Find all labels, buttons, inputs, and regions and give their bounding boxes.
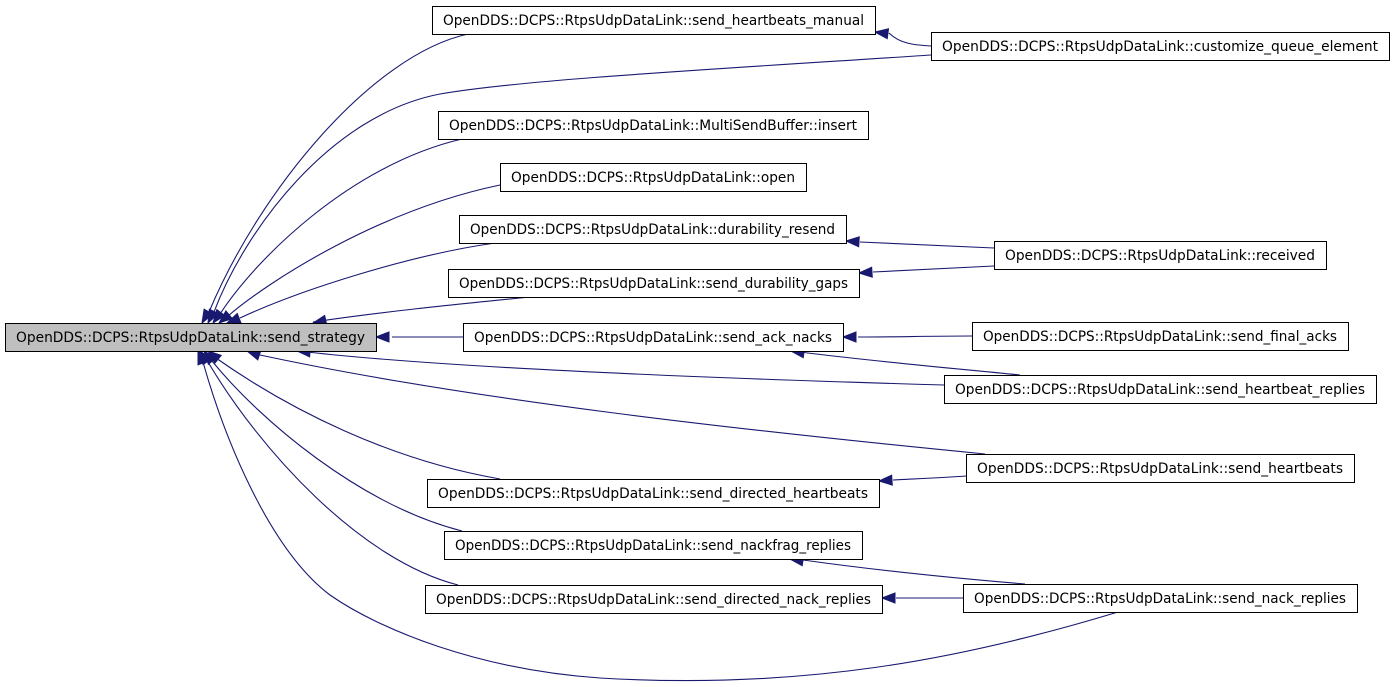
node-box[interactable] (994, 241, 1327, 270)
node-box[interactable] (427, 479, 880, 508)
node-box[interactable] (5, 323, 377, 352)
node-label: OpenDDS::DCPS::RtpsUdpDataLink::send_fin… (983, 329, 1337, 345)
node-label: OpenDDS::DCPS::RtpsUdpDataLink::send_nac… (974, 591, 1346, 607)
node-send-heartbeat-replies[interactable]: OpenDDS::DCPS::RtpsUdpDataLink::send_hea… (944, 375, 1377, 404)
arrowhead-icon (877, 474, 893, 486)
edge-line (312, 296, 531, 323)
edge-line (872, 265, 995, 273)
arrowhead-icon (197, 349, 209, 366)
node-send-nack-replies[interactable]: OpenDDS::DCPS::RtpsUdpDataLink::send_nac… (963, 584, 1358, 613)
node-label: OpenDDS::DCPS::RtpsUdpDataLink::send_dir… (436, 592, 871, 608)
node-label: OpenDDS::DCPS::RtpsUdpDataLink::send_dir… (438, 486, 868, 502)
edge-line (215, 357, 501, 480)
arrowhead-icon (857, 266, 873, 278)
node-durability-resend[interactable]: OpenDDS::DCPS::RtpsUdpDataLink::durabili… (459, 215, 847, 244)
arrowhead-icon (880, 592, 896, 604)
node-label: OpenDDS::DCPS::RtpsUdpDataLink::send_nac… (455, 538, 851, 554)
node-label: OpenDDS::DCPS::RtpsUdpDataLink::send_dur… (459, 276, 848, 292)
edge-line (802, 559, 1026, 585)
node-label: OpenDDS::DCPS::RtpsUdpDataLink::durabili… (470, 222, 835, 238)
node-box[interactable] (444, 531, 863, 560)
edge-msb_insert-to-send_strategy (212, 138, 463, 325)
node-box[interactable] (438, 111, 869, 140)
edge-line (208, 33, 469, 313)
node-send-ack-nacks[interactable]: OpenDDS::DCPS::RtpsUdpDataLink::send_ack… (463, 323, 844, 352)
node-box[interactable] (966, 454, 1355, 483)
arrowhead-icon (841, 331, 857, 343)
edge-open-to-send_strategy (217, 184, 501, 324)
edge-line (799, 351, 1021, 376)
node-box[interactable] (972, 322, 1349, 351)
edge-line (213, 54, 932, 313)
arrowhead-icon (212, 308, 226, 325)
edge-send_nackfrag_replies-to-send_strategy (203, 349, 463, 532)
edge-customize_queue_element-to-send_heartbeats_manual (873, 28, 932, 47)
node-send-directed-nack-replies[interactable]: OpenDDS::DCPS::RtpsUdpDataLink::send_dir… (425, 585, 883, 614)
node-box[interactable] (463, 323, 844, 352)
arrowhead-icon (873, 28, 890, 40)
node-box[interactable] (931, 32, 1390, 61)
node-label: OpenDDS::DCPS::RtpsUdpDataLink::received (1005, 248, 1315, 264)
node-customize-queue-element[interactable]: OpenDDS::DCPS::RtpsUdpDataLink::customiz… (931, 32, 1390, 61)
edge-send_directed_nack_replies-to-send_strategy (199, 349, 459, 586)
edge-line (306, 351, 945, 386)
node-box[interactable] (944, 375, 1377, 404)
edge-send_directed_heartbeats-to-send_strategy (206, 350, 501, 480)
arrowhead-icon (217, 310, 234, 324)
edge-line (219, 138, 463, 315)
node-label: OpenDDS::DCPS::RtpsUdpDataLink::send_hea… (443, 13, 864, 29)
node-box[interactable] (459, 215, 847, 244)
edge-received-to-durability_resend (844, 236, 995, 249)
edge-line (259, 354, 986, 455)
node-send-nackfrag-replies[interactable]: OpenDDS::DCPS::RtpsUdpDataLink::send_nac… (444, 531, 863, 560)
node-box[interactable] (432, 6, 876, 35)
edge-line (857, 335, 973, 338)
node-box[interactable] (963, 584, 1358, 613)
node-label: OpenDDS::DCPS::RtpsUdpDataLink::MultiSen… (449, 118, 857, 134)
edge-send_heartbeats-to-send_directed_heartbeats (877, 474, 967, 486)
node-label: OpenDDS::DCPS::RtpsUdpDataLink::send_ack… (474, 330, 832, 346)
node-open[interactable]: OpenDDS::DCPS::RtpsUdpDataLink::open (500, 163, 807, 192)
edge-send_heartbeat_replies-to-send_strategy (295, 346, 945, 386)
edge-line (202, 361, 1119, 682)
edge-line (239, 242, 496, 319)
node-received[interactable]: OpenDDS::DCPS::RtpsUdpDataLink::received (994, 241, 1327, 270)
nodes-layer: OpenDDS::DCPS::RtpsUdpDataLink::send_str… (5, 6, 1390, 614)
edge-line (888, 32, 932, 47)
node-box[interactable] (448, 269, 860, 298)
edge-line (207, 361, 459, 586)
node-label: OpenDDS::DCPS::RtpsUdpDataLink::send_hea… (977, 461, 1343, 477)
edge-send_nack_replies-to-send_directed_nack_replies (880, 592, 963, 604)
node-label: OpenDDS::DCPS::RtpsUdpDataLink::open (511, 170, 795, 186)
node-msb-insert[interactable]: OpenDDS::DCPS::RtpsUdpDataLink::MultiSen… (438, 111, 869, 140)
node-send-durability-gaps[interactable]: OpenDDS::DCPS::RtpsUdpDataLink::send_dur… (448, 269, 860, 298)
edge-send_nack_replies-to-send_strategy (197, 349, 1119, 682)
edge-line (892, 475, 967, 481)
edge-durability_resend-to-send_strategy (225, 242, 496, 324)
node-label: OpenDDS::DCPS::RtpsUdpDataLink::send_hea… (955, 382, 1365, 398)
edge-line (859, 241, 995, 249)
edge-received-to-send_durability_gaps (857, 265, 995, 278)
edge-send_heartbeats_manual-to-send_strategy (201, 33, 469, 325)
node-send-heartbeats-manual[interactable]: OpenDDS::DCPS::RtpsUdpDataLink::send_hea… (432, 6, 876, 35)
node-send-heartbeats[interactable]: OpenDDS::DCPS::RtpsUdpDataLink::send_hea… (966, 454, 1355, 483)
node-send-strategy[interactable]: OpenDDS::DCPS::RtpsUdpDataLink::send_str… (5, 323, 377, 352)
node-box[interactable] (425, 585, 883, 614)
arrowhead-icon (844, 236, 860, 248)
node-label: OpenDDS::DCPS::RtpsUdpDataLink::customiz… (942, 39, 1378, 55)
edge-line (227, 184, 501, 317)
node-send-final-acks[interactable]: OpenDDS::DCPS::RtpsUdpDataLink::send_fin… (972, 322, 1349, 351)
edge-send_heartbeats-to-send_strategy (245, 349, 986, 455)
node-label: OpenDDS::DCPS::RtpsUdpDataLink::send_str… (16, 330, 365, 346)
arrowhead-icon (225, 312, 242, 324)
node-box[interactable] (500, 163, 807, 192)
edge-line (211, 360, 463, 532)
arrowhead-icon (374, 331, 390, 343)
node-send-directed-heartbeats[interactable]: OpenDDS::DCPS::RtpsUdpDataLink::send_dir… (427, 479, 880, 508)
edge-send_durability_gaps-to-send_strategy (311, 296, 531, 326)
edge-send_ack_nacks-to-send_strategy (374, 331, 463, 343)
edge-send_final_acks-to-send_ack_nacks (841, 331, 973, 343)
